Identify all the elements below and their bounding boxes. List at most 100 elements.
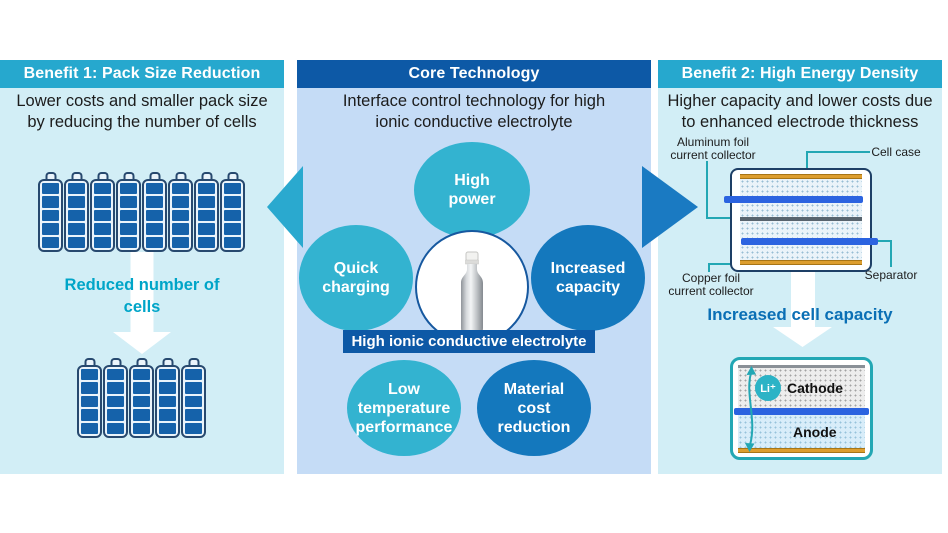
battery-cell [181,358,206,438]
battery-segment [94,236,111,249]
battery-segment [159,409,176,421]
battery-terminal [136,358,147,368]
battery-segment [224,236,241,249]
aluminum-callout-line [706,217,732,219]
copper-foil-layer [738,448,865,453]
aluminum-callout-line [706,161,708,219]
battery-segment [146,223,163,235]
battery-segment [68,183,85,195]
battery-segment [42,209,59,222]
battery-cell [64,172,89,252]
copper-callout-line [708,263,732,265]
right-arrow-icon [642,166,698,248]
battery-cell [220,172,245,252]
battery-segment [42,196,59,208]
battery-segment [146,183,163,195]
battery-segment [133,395,150,408]
battery-terminal [227,172,238,182]
down-arrow-icon [113,252,171,354]
anode-layer [738,415,865,448]
battery-segment [224,209,241,222]
battery-segment [81,395,98,408]
battery-cell [129,358,154,438]
separator-callout-line [890,240,892,267]
battery-segment [94,209,111,222]
battery-body [64,179,89,252]
battery-segment [42,183,59,195]
battery-body [129,365,154,438]
panel-benefit-2: Benefit 2: High Energy Density Higher ca… [658,60,942,474]
battery-body [116,179,141,252]
battery-segment [133,382,150,394]
battery-terminal [175,172,186,182]
thickness-arrow-icon [745,366,756,452]
separator-callout-line [877,240,892,242]
battery-segment [107,382,124,394]
battery-segment [198,209,215,222]
battery-segment [94,183,111,195]
battery-segment [172,236,189,249]
battery-pack-large [38,172,246,252]
battery-cell [116,172,141,252]
battery-pack-small [77,358,207,438]
battery-cell [142,172,167,252]
panel-core-technology: Core Technology Interface control techno… [297,60,651,474]
battery-terminal [45,172,56,182]
battery-segment [185,409,202,421]
electrode-layer [740,203,862,217]
battery-segment [185,382,202,394]
battery-segment [107,422,124,435]
battery-segment [172,223,189,235]
battery-segment [133,409,150,421]
battery-terminal [188,358,199,368]
left-arrow-icon [267,166,303,248]
battery-terminal [71,172,82,182]
battery-segment [172,183,189,195]
battery-segment [120,223,137,235]
cell-case-callout-line [806,151,808,170]
battery-segment [133,422,150,435]
battery-body [38,179,63,252]
copper-foil-layer [740,260,862,265]
battery-segment [198,196,215,208]
battery-cell [38,172,63,252]
anode-label: Anode [793,424,837,440]
electrolyte-banner: High ionic conductive electrolyte [343,330,595,353]
battery-terminal [123,172,134,182]
battery-segment [159,382,176,394]
battery-segment [42,236,59,249]
electrode-layer [740,221,862,238]
battery-cell [103,358,128,438]
battery-terminal [162,358,173,368]
li-ion-badge: Li⁺ [755,375,781,401]
electrolyte-bottle-icon [461,251,483,334]
battery-terminal [201,172,212,182]
battery-body [194,179,219,252]
benefit2-header: Benefit 2: High Energy Density [658,60,942,88]
battery-terminal [149,172,160,182]
battery-body [103,365,128,438]
battery-segment [159,369,176,381]
battery-cell [168,172,193,252]
battery-segment [120,183,137,195]
battery-segment [94,196,111,208]
battery-segment [198,183,215,195]
copper-foil-layer [740,174,862,179]
battery-segment [185,422,202,435]
battery-terminal [84,358,95,368]
battery-segment [146,196,163,208]
core-header: Core Technology [297,60,651,88]
